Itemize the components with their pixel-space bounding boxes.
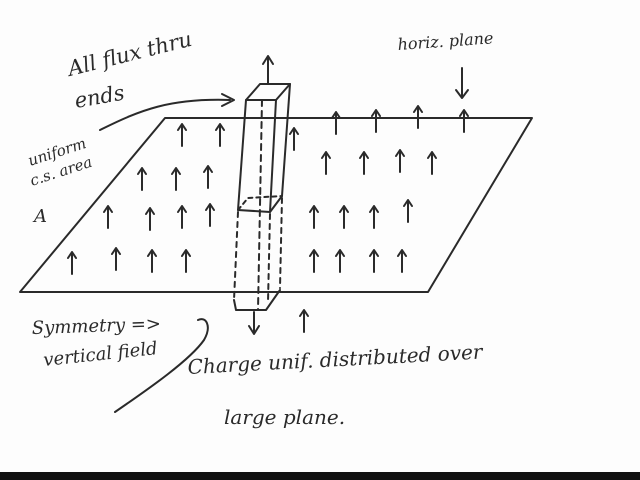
field-arrow bbox=[147, 249, 157, 273]
field-arrow bbox=[369, 205, 379, 229]
field-arrow bbox=[205, 203, 215, 227]
field-arrow bbox=[67, 251, 77, 275]
field-arrow bbox=[299, 309, 309, 333]
vertical-field-label: vertical field bbox=[42, 338, 158, 371]
field-arrow bbox=[369, 249, 379, 273]
field-arrow bbox=[331, 111, 341, 135]
screen-bottom-bar bbox=[0, 472, 640, 480]
ends-pointer bbox=[99, 98, 231, 131]
separator-stroke bbox=[114, 318, 209, 413]
field-arrow bbox=[171, 167, 181, 191]
all-flux-label: All flux thru bbox=[63, 27, 194, 81]
field-arrow bbox=[177, 205, 187, 229]
field-arrow bbox=[403, 199, 413, 223]
field-arrow bbox=[309, 205, 319, 229]
ends-label: ends bbox=[73, 81, 127, 113]
field-arrow bbox=[203, 165, 213, 189]
field-arrow bbox=[145, 207, 155, 231]
field-arrow bbox=[177, 123, 187, 147]
field-arrow bbox=[339, 205, 349, 229]
field-arrow bbox=[427, 151, 437, 175]
field-arrow bbox=[181, 249, 191, 273]
field-arrows bbox=[67, 105, 469, 333]
charge-line-1: Charge unif. distributed over bbox=[187, 340, 484, 379]
charged-plane bbox=[19, 117, 533, 293]
field-arrow bbox=[335, 249, 345, 273]
field-arrow bbox=[459, 109, 469, 133]
field-arrow bbox=[359, 151, 369, 175]
field-arrow bbox=[397, 249, 407, 273]
horiz-plane-label: horiz. plane bbox=[397, 28, 494, 54]
field-arrow bbox=[215, 123, 225, 147]
field-arrow bbox=[103, 205, 113, 229]
field-arrow bbox=[289, 127, 299, 151]
charge-line-2: large plane. bbox=[224, 405, 345, 429]
field-arrow bbox=[137, 167, 147, 191]
field-arrow bbox=[309, 249, 319, 273]
field-arrow bbox=[321, 151, 331, 175]
field-arrow bbox=[413, 105, 423, 129]
area-symbol-label: A bbox=[32, 206, 47, 227]
field-arrow bbox=[395, 149, 405, 173]
field-arrow bbox=[111, 247, 121, 271]
field-arrow bbox=[371, 109, 381, 133]
gaussian-pillbox bbox=[233, 55, 291, 335]
symmetry-label: Symmetry => bbox=[31, 314, 161, 339]
